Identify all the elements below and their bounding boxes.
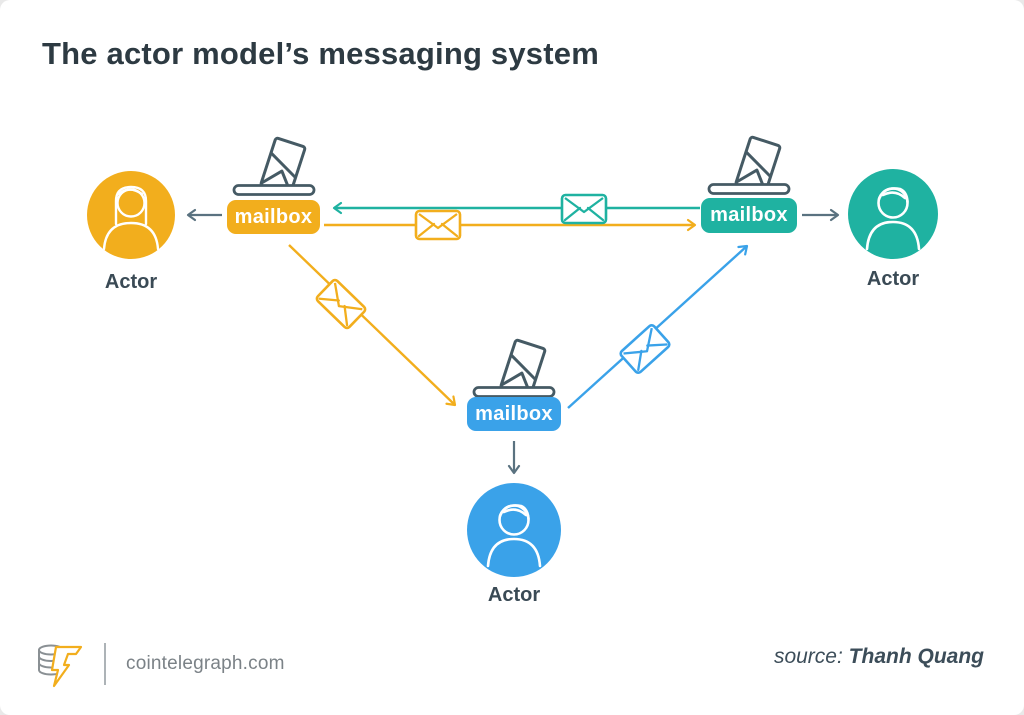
source-name: Thanh Quang — [848, 645, 984, 668]
envelope-icon-yellow-diagonal — [314, 277, 368, 331]
mailbox-slot-icon-right — [702, 135, 796, 204]
arrow-left-mailbox-to-bottom-mailbox — [288, 244, 457, 407]
mailbox-chip-bottom: mailbox — [467, 397, 561, 431]
mailbox-chip-left: mailbox — [227, 200, 320, 234]
footer-branding: cointelegraph.com — [36, 639, 285, 689]
actor-label-bottom: Actor — [487, 584, 541, 606]
envelope-icon-yellow — [414, 209, 462, 241]
footer-divider — [104, 643, 106, 685]
arrow-bottom-mailbox-to-right-mailbox — [567, 244, 749, 409]
envelope-icon-blue-diagonal — [617, 322, 673, 376]
actor-label-left: Actor — [104, 271, 158, 293]
actor-label-right: Actor — [866, 268, 920, 290]
envelope-icon-teal — [560, 193, 608, 225]
actor-avatar-bottom — [467, 483, 561, 577]
actor-avatar-left — [87, 171, 175, 259]
footer-site-text: cointelegraph.com — [126, 653, 285, 674]
cointelegraph-coins-logo — [38, 644, 83, 688]
mailbox-chip-right: mailbox — [701, 198, 797, 233]
actor-avatar-right — [848, 169, 938, 259]
source-prefix: source: — [773, 645, 843, 668]
source-credit: source: Thanh Quang — [774, 645, 984, 669]
page-title: The actor model’s messaging system — [42, 36, 599, 71]
mailbox-slot-icon-bottom — [467, 338, 561, 407]
mailbox-slot-icon-left — [227, 136, 321, 205]
